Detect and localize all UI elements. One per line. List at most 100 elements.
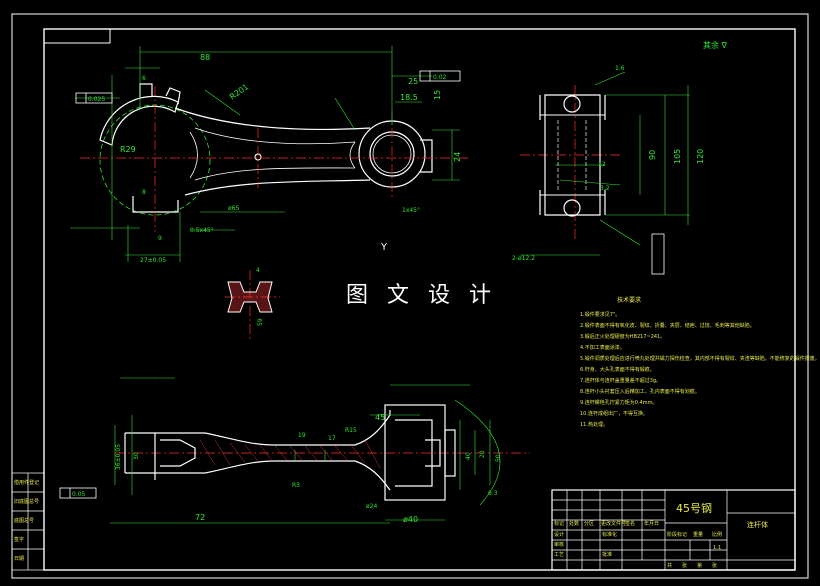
bottom-view (124, 404, 456, 501)
tech-notes-title: 技术要求 (617, 296, 641, 304)
dim-chamfer-1: 1x45° (402, 207, 420, 214)
roughness-note: 其余 ∇ (703, 40, 728, 50)
dim-72: 72 (195, 513, 205, 522)
stage-label: 阶段标记 (667, 531, 687, 538)
tech-note-line: 1.锻件要求见7"。 (580, 311, 620, 318)
side-block-row: 底图总号 (14, 517, 34, 524)
dim-6: 6 (142, 75, 146, 82)
dim-59: 59 (257, 318, 264, 326)
tech-note-line: 9.连杆螺栓孔拧紧力矩为0.4mm。 (580, 399, 657, 406)
role-cell: 标准化 (602, 531, 617, 538)
dim-120: 120 (696, 149, 705, 164)
dim-chamfer-05: 0.5x45° (190, 227, 214, 234)
side-block-row: 借用件登记 (14, 479, 39, 486)
role-cell: 批准 (602, 551, 612, 558)
dim-6-3: 6.3 (488, 490, 498, 497)
dim-4: 4 (256, 267, 260, 274)
tech-note-line: 3.锻后正火处理硬度为HB217~241。 (580, 333, 665, 340)
header-cell: 标记 (554, 520, 564, 527)
dim-phi40: ø40 (403, 515, 418, 524)
sheet-cell: 张 (712, 562, 717, 569)
dim-tol-b: 0.02 (433, 74, 447, 81)
scale-value: 1:1 (713, 545, 721, 551)
dim-50: 50 (495, 454, 502, 462)
header-cell: 签名 (625, 520, 635, 527)
dim-r3: R3 (292, 482, 300, 489)
side-block-row: 旧底图总号 (14, 498, 39, 505)
inner-border (43, 28, 796, 571)
dim-36: 36±0.05 (115, 444, 122, 470)
sheet-cell: 第 (697, 562, 702, 569)
tech-note-line: 2.锻件表面不得有氧化皮、裂纹、折叠、夹层、结疤、过烧、毛刺等其他缺陷。 (580, 322, 755, 329)
dim-r15: R15 (345, 427, 357, 434)
dim-15: 15 (433, 90, 442, 100)
dimension-lines (70, 46, 460, 262)
tech-note-line: 7.连杆体与连杆盖重量差不超过3g。 (580, 377, 661, 384)
stage-label: 重量 (693, 531, 703, 538)
dim-105: 105 (673, 149, 682, 164)
dim-19: 19 (298, 432, 306, 439)
tech-note-line: 6.杆身、大头孔表面不得有锻痕。 (580, 366, 655, 373)
side-block-row: 日期 (14, 556, 24, 562)
header-cell: 更改文件号 (601, 520, 626, 527)
dimension-texts: 88 25 0.025 0.02 R201 R29 ø65 18.5 15 24… (72, 53, 705, 524)
view-label-y: Y (380, 242, 388, 253)
bottom-view-dims (110, 377, 501, 524)
title-block-text: 45号钢 连杆体 标记 处数 分区 更改文件号 签名 年月日 设计 标准化 审核… (554, 502, 768, 569)
section-view (227, 281, 273, 313)
dim-40: 40 (465, 452, 472, 460)
center-lines (80, 85, 620, 454)
dim-17: 17 (328, 435, 336, 442)
dim-25: 25 (408, 77, 418, 86)
side-block-text: 借用件登记 旧底图总号 底图总号 签字 日期 (14, 479, 39, 562)
side-view-dims (520, 71, 690, 256)
header-cell: 处数 (569, 520, 579, 527)
stage-label: 比例 (712, 531, 722, 538)
role-cell: 设计 (554, 531, 564, 538)
outer-border (11, 13, 809, 579)
dim-r201: R201 (228, 82, 250, 101)
dim-bolt: 2-ø12.2 (512, 255, 535, 262)
dim-12: 12 (598, 161, 606, 168)
tech-note-line: 5.锻件调质处理后应进行喷丸处理并磁力探伤检查，其内部不得有裂纹、夹渣等缺陷。不… (580, 355, 820, 362)
dim-8: 8 (142, 189, 146, 196)
dim-24: 24 (453, 152, 462, 162)
corner-code-box (43, 28, 111, 44)
tech-note-line: 10.连杆成组出厂，不得互换。 (580, 410, 648, 417)
dim-3-2: 3.2 (600, 185, 610, 192)
dim-r29: R29 (120, 145, 136, 154)
main-view (99, 83, 433, 216)
part-name-text: 连杆体 (747, 520, 768, 529)
role-cell: 审核 (554, 541, 564, 548)
side-block-row: 签字 (14, 536, 24, 543)
dim-phi65: ø65 (228, 205, 239, 212)
header-cell: 年月日 (644, 520, 659, 527)
tolerance-frames (59, 70, 665, 499)
dim-20: 20 (479, 450, 486, 458)
sheet-cell: 张 (682, 562, 687, 569)
header-cell: 分区 (584, 520, 594, 527)
tech-notes: 技术要求 1.锻件要求见7"。 2.锻件表面不得有氧化皮、裂纹、折叠、夹层、结疤… (580, 296, 820, 428)
title-block (551, 489, 796, 571)
dim-9: 9 (158, 235, 162, 242)
dim-30: 30 (133, 452, 140, 460)
side-block (11, 472, 45, 571)
side-view (539, 94, 606, 217)
watermark-text: 图 文 设 计 (346, 283, 497, 308)
sheet-cell: 共 (667, 562, 672, 569)
tech-note-line: 4.不加工表面涂漆。 (580, 344, 625, 351)
dim-90: 90 (648, 150, 657, 160)
bottom-view-hatch (199, 439, 381, 469)
material-text: 45号钢 (676, 502, 712, 515)
dim-tol-a: 0.025 (88, 96, 105, 103)
dim-27: 27±0.05 (140, 257, 166, 264)
dim-88: 88 (200, 53, 210, 62)
dim-45: 45 (375, 413, 385, 422)
dim-18-5: 18.5 (400, 93, 418, 102)
dim-1-6: 1.6 (615, 65, 625, 72)
dim-tol-c: 0.05 (72, 491, 86, 498)
tech-note-line: 8.连杆小头衬套压入后精加工，孔内表面不得有划痕。 (580, 388, 700, 395)
role-cell: 工艺 (554, 552, 564, 558)
dim-phi-small: ø24 (366, 503, 377, 510)
